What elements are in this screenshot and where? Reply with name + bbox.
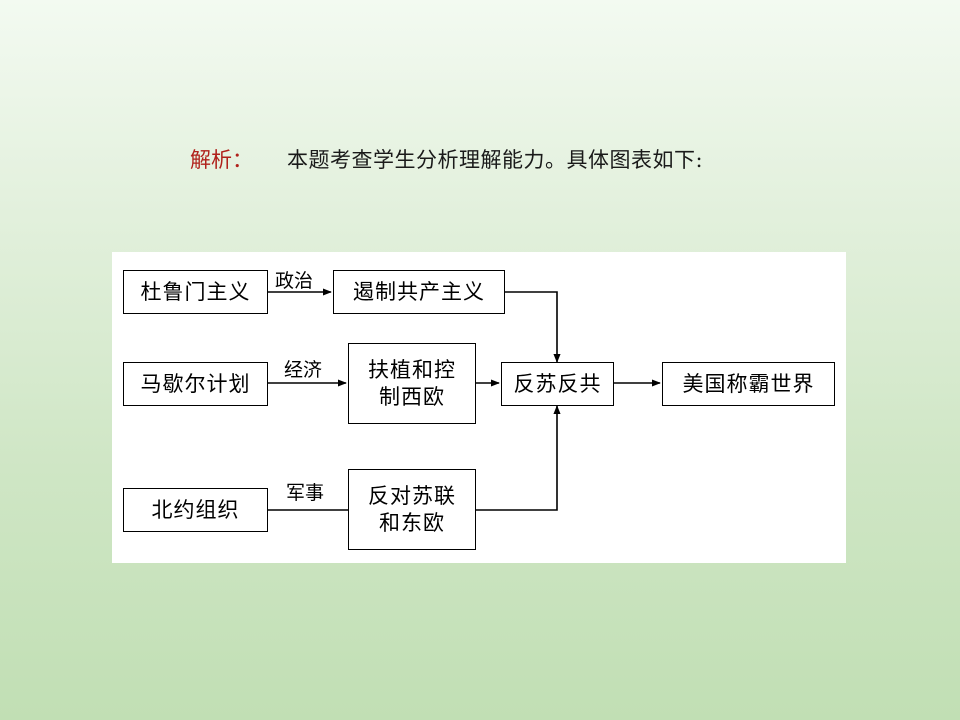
flow-diagram: 杜鲁门主义 马歇尔计划 北约组织 遏制共产主义 扶植和控 制西欧 反对苏联 和东… <box>112 252 846 563</box>
edge-label-politics: 政治 <box>275 270 314 292</box>
edge-label-military: 军事 <box>286 482 325 504</box>
analysis-header: 解析： 本题考查学生分析理解能力。具体图表如下: <box>190 145 703 175</box>
connector-lines <box>268 288 661 511</box>
node-support-west-europe: 扶植和控 制西欧 <box>348 343 476 424</box>
node-nato: 北约组织 <box>123 488 268 532</box>
node-truman-doctrine: 杜鲁门主义 <box>123 270 268 314</box>
node-oppose-ussr: 反对苏联 和东欧 <box>348 469 476 550</box>
edge-label-economy: 经济 <box>284 359 323 381</box>
analysis-label: 解析： <box>190 148 253 172</box>
edge-oppose-anti <box>476 405 561 511</box>
node-us-hegemony: 美国称霸世界 <box>662 362 835 406</box>
edge-contain-anti <box>505 291 561 363</box>
analysis-text: 本题考查学生分析理解能力。具体图表如下: <box>287 148 704 172</box>
node-anti-soviet: 反苏反共 <box>501 362 614 406</box>
node-marshall-plan: 马歇尔计划 <box>123 362 268 406</box>
node-contain-communism: 遏制共产主义 <box>333 270 505 314</box>
